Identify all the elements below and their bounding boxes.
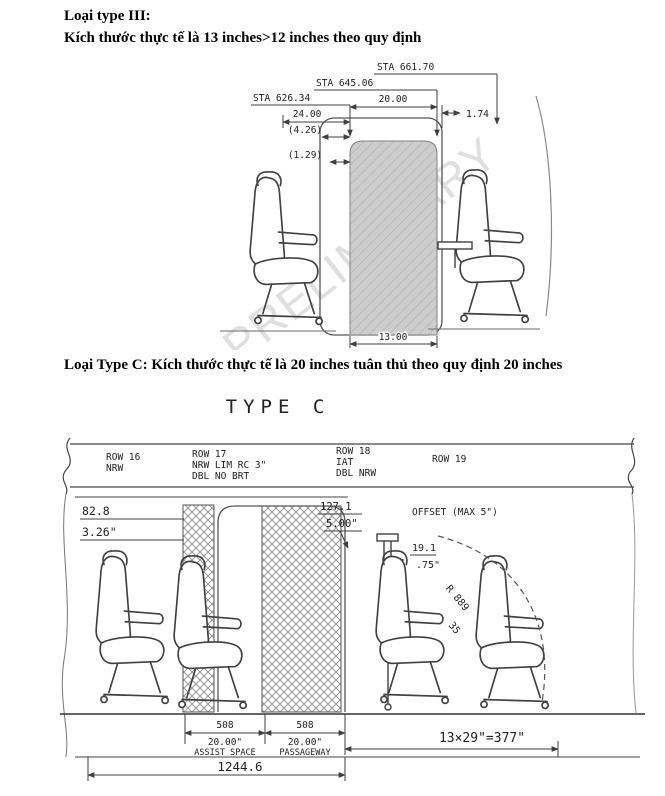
hatch-passageway (261, 505, 342, 713)
upper-dim-lines (80, 513, 436, 563)
assist-20-label: 20.00" (208, 737, 242, 748)
row17-label: ROW 17 (192, 449, 226, 460)
radius-label: R 889 (443, 583, 471, 613)
sta-626-label: STA 626.34 (253, 93, 310, 104)
passageway-label: PASSAGEWAY (279, 748, 330, 758)
fuselage-wall-line (535, 95, 553, 317)
row17-code2: DBL NO BRT (192, 471, 249, 482)
lower-dim-lines (87, 714, 559, 781)
total-mm-label: 1244.6 (217, 759, 262, 774)
row19-label: ROW 19 (432, 454, 467, 465)
tray-table (437, 241, 473, 268)
dim-5-00-label: 5.00" (326, 518, 358, 530)
assist-space-label: ASSIST SPACE (194, 748, 255, 758)
dim-19-1-label: 19.1 (412, 543, 436, 554)
dim-1-29-label: (1.29) (288, 150, 322, 161)
pitch-total-label: 13×29"=377" (439, 731, 525, 746)
heading-type-iii: Loại type III: (64, 8, 151, 24)
dim-0-75-label: .75" (416, 560, 440, 571)
dim-1-74-label: 1.74 (466, 109, 489, 120)
figure-type-c-drawing: TYPE C ROW 16 NRW ROW 17 NRW LIM RC 3" D… (60, 396, 645, 781)
row18-label: ROW 18 (336, 446, 371, 457)
row17-code1: NRW LIM RC 3" (192, 460, 266, 471)
dim-82-8-label: 82.8 (82, 504, 110, 518)
seat-row19 (475, 555, 550, 710)
right-break-line (631, 493, 637, 714)
dim-4-26-label: (4.26) (288, 125, 322, 136)
angle-label: 35 (446, 620, 462, 636)
row18-code2: DBL NRW (336, 468, 376, 479)
heading-type-c: Loại Type C: Kích thước thực tế là 20 in… (64, 357, 563, 373)
dim-3-26-label: 3.26" (82, 525, 117, 539)
dimension-lines (282, 104, 461, 348)
offset-label: OFFSET (MAX 5") (412, 507, 498, 518)
ground-lines (220, 328, 540, 332)
left-break-line (61, 493, 68, 758)
dim-24-label: 24.00 (293, 109, 322, 120)
row18-code1: IAT (336, 457, 353, 468)
dim-20-label: 20.00 (379, 94, 408, 105)
sta-callouts (251, 73, 500, 137)
seat-row16 (95, 550, 170, 705)
figure-type-iii-drawing: PRELIMINARY STA 661.70 STA 645. (213, 62, 553, 350)
row16-code: NRW (106, 463, 123, 474)
exit-hatch-panel (349, 140, 438, 336)
placard-band (62, 437, 636, 495)
subheading-type-iii-rule: Kích thước thực tế là 13 inches>12 inche… (64, 30, 422, 46)
dim-127-1-label: 127.1 (320, 501, 352, 513)
type-c-title: TYPE C (226, 396, 331, 418)
assist-508-label: 508 (216, 720, 233, 731)
pass-508-label: 508 (296, 720, 313, 731)
sta-661-label: STA 661.70 (377, 62, 434, 73)
row16-label: ROW 16 (106, 452, 141, 463)
dim-13-label: 13.00 (379, 332, 408, 343)
seat-row18 (375, 550, 450, 705)
sta-645-label: STA 645.06 (316, 78, 373, 89)
pass-20-label: 20.00" (288, 737, 322, 748)
